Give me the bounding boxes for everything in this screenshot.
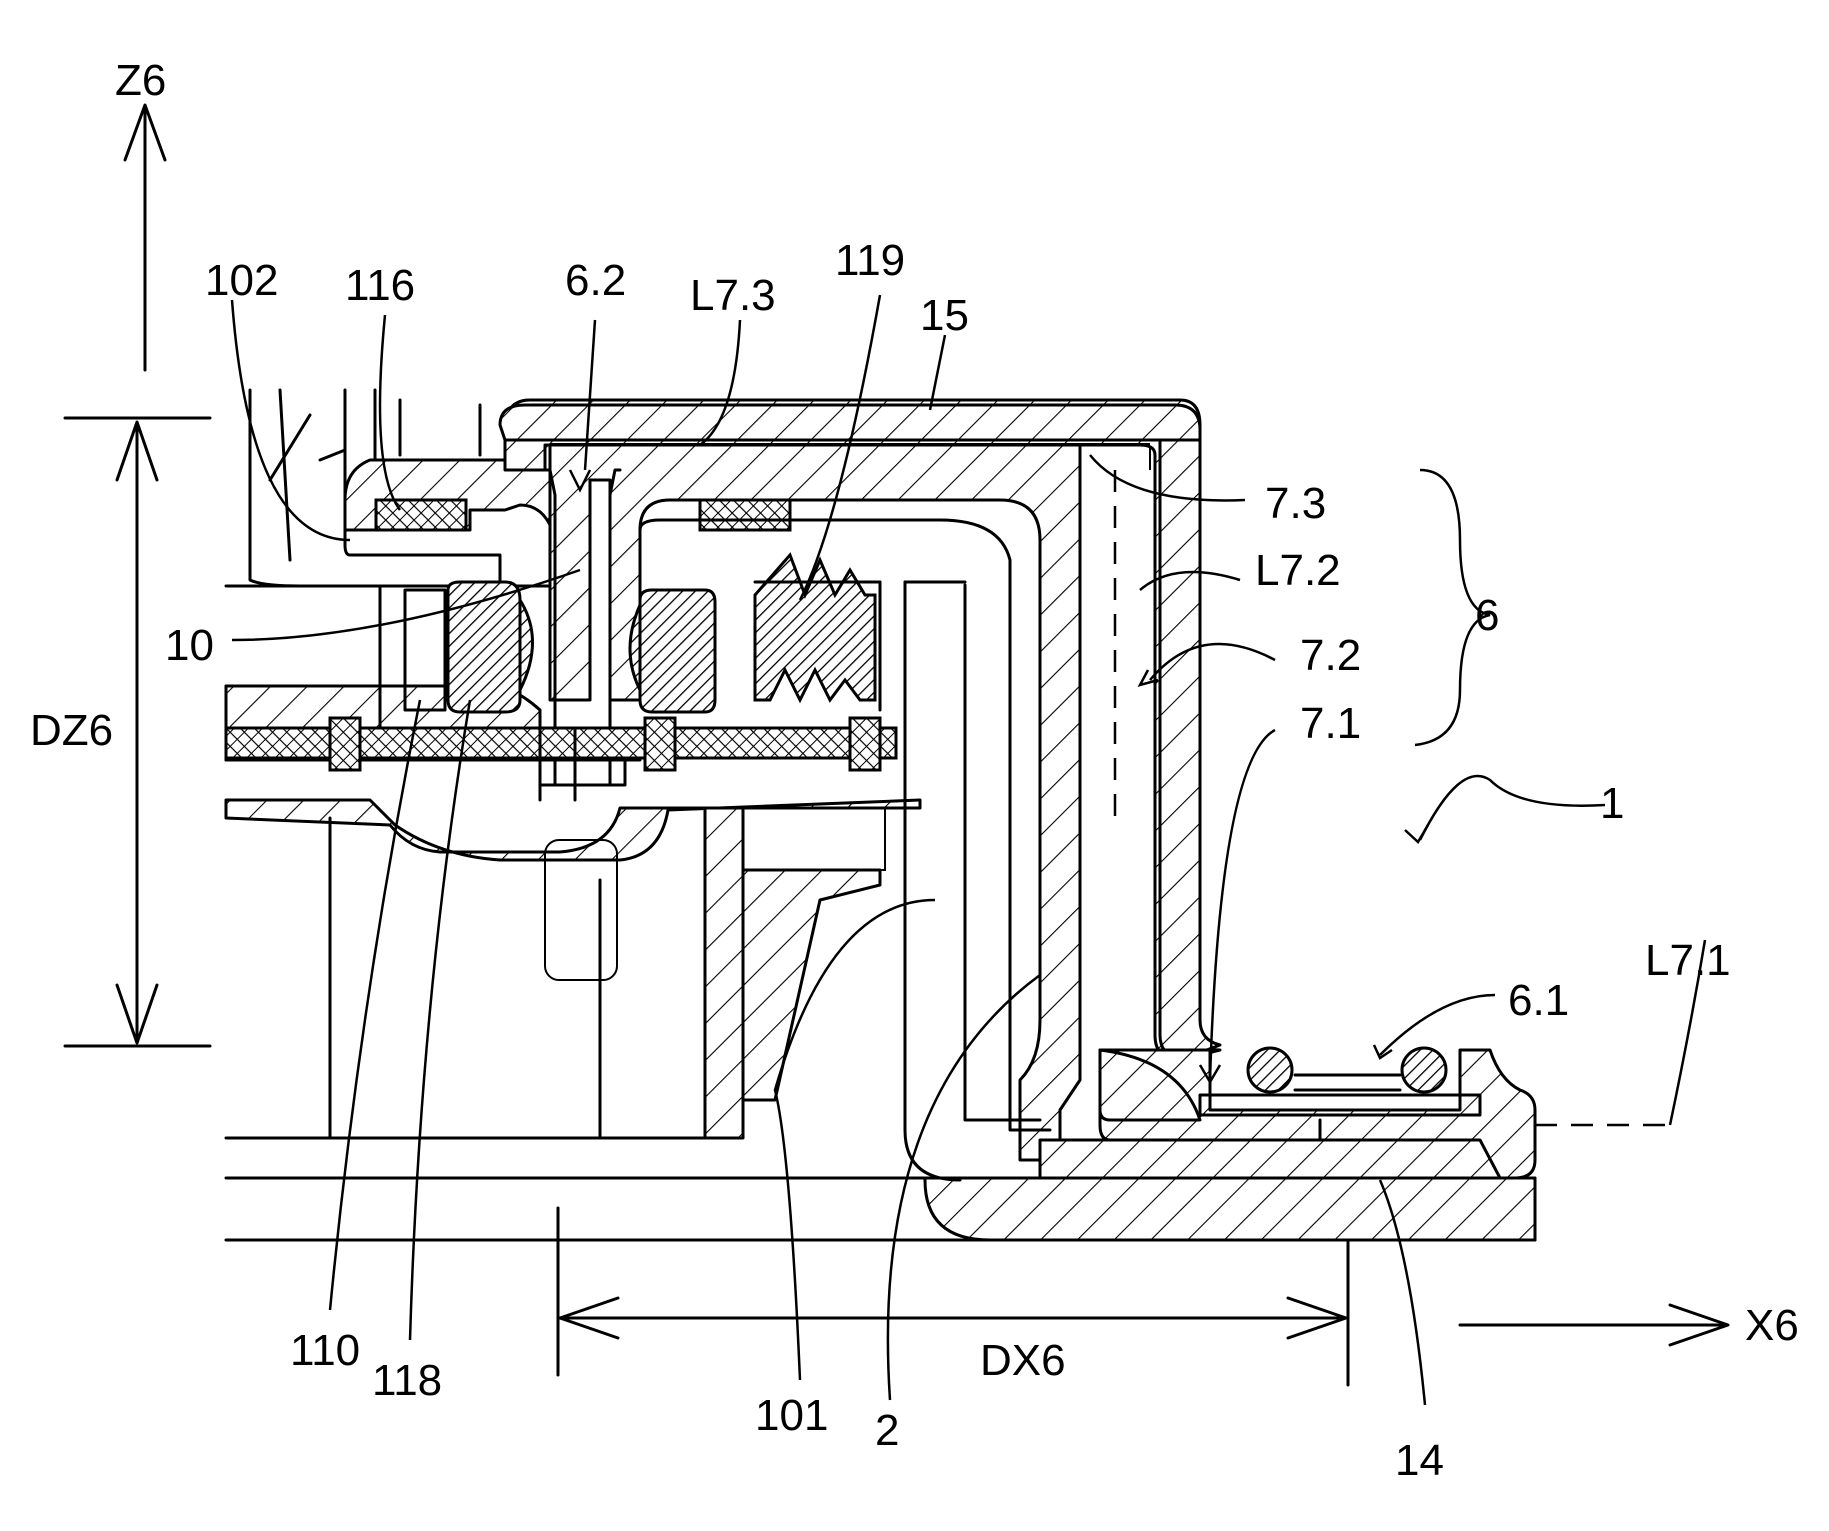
seal-118-lip bbox=[520, 600, 533, 690]
axis-x-arrow bbox=[1460, 1305, 1728, 1345]
part-2-sleeve bbox=[905, 582, 960, 1180]
label-1: 1 bbox=[1600, 779, 1624, 828]
bearing-14 bbox=[1040, 1140, 1525, 1178]
label-l7-1: L7.1 bbox=[1645, 936, 1731, 985]
o-ring-right bbox=[1402, 1048, 1446, 1092]
label-6: 6 bbox=[1475, 591, 1499, 640]
label-110: 110 bbox=[290, 1326, 360, 1375]
label-14: 14 bbox=[1395, 1436, 1444, 1485]
cross-pin bbox=[226, 728, 896, 758]
label-x6: X6 bbox=[1745, 1301, 1799, 1350]
label-7-1: 7.1 bbox=[1300, 699, 1361, 748]
label-10: 10 bbox=[165, 621, 214, 670]
o-ring-left bbox=[1248, 1048, 1292, 1092]
axis-z-arrow bbox=[125, 105, 165, 370]
label-l7-2: L7.2 bbox=[1255, 546, 1341, 595]
label-6-2: 6.2 bbox=[565, 256, 626, 305]
seal-116 bbox=[376, 500, 466, 530]
label-116: 116 bbox=[345, 261, 415, 310]
cylinder-15-right-wall bbox=[1160, 440, 1220, 1060]
spring-119 bbox=[755, 555, 875, 700]
piston-body bbox=[550, 405, 1080, 1160]
label-118: 118 bbox=[372, 1356, 442, 1405]
seal-upper-right bbox=[700, 500, 790, 530]
cylinder-15-top bbox=[500, 405, 1200, 440]
label-6-1: 6.1 bbox=[1508, 976, 1569, 1025]
label-15: 15 bbox=[920, 291, 969, 340]
label-dx6: DX6 bbox=[980, 1336, 1066, 1385]
label-119: 119 bbox=[835, 236, 905, 285]
label-7-2: 7.2 bbox=[1300, 631, 1361, 680]
label-z6: Z6 bbox=[115, 56, 166, 105]
label-101: 101 bbox=[755, 1391, 828, 1440]
label-dz6: DZ6 bbox=[30, 706, 113, 755]
label-l7-3: L7.3 bbox=[690, 271, 776, 320]
label-2: 2 bbox=[875, 1406, 899, 1455]
seal-right bbox=[640, 590, 715, 712]
label-102: 102 bbox=[205, 256, 278, 305]
shaft-sleeve bbox=[925, 1178, 1535, 1240]
label-7-3: 7.3 bbox=[1265, 479, 1326, 528]
